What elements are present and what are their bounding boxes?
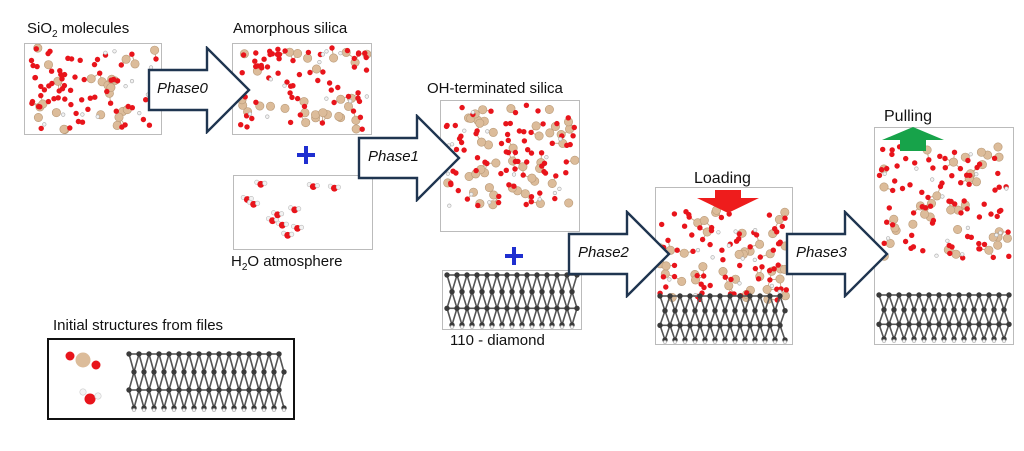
plus-icon <box>505 247 523 265</box>
phase2-label: Phase2 <box>578 244 629 261</box>
label-loading: Loading <box>694 170 751 187</box>
diamond-box <box>442 270 582 330</box>
legend-box <box>47 338 295 420</box>
amorphous-silica-box <box>232 43 372 135</box>
phase3-arrow-icon <box>785 210 889 298</box>
phase1-arrow-icon <box>357 114 461 202</box>
phase2-arrow-icon <box>567 210 671 298</box>
pulling-box <box>874 127 1014 345</box>
label-sio2-molecules: SiO2 molecules <box>27 20 130 40</box>
label-h2o-atmosphere: H2O atmosphere <box>231 253 343 273</box>
oh-terminated-silica-box <box>440 100 580 232</box>
label-diamond: 110 - diamond <box>450 332 545 349</box>
loading-down-arrow-icon <box>697 190 759 213</box>
phase0-label: Phase0 <box>157 80 208 97</box>
phase0-arrow-icon <box>147 46 251 134</box>
label-pulling: Pulling <box>884 108 933 125</box>
legend-sio2-molecule-icon <box>65 351 101 370</box>
label-oh-terminated-silica: OH-terminated silica <box>427 80 563 97</box>
plus-icon <box>297 146 315 164</box>
phase3-label: Phase3 <box>796 244 847 261</box>
pulling-up-arrow-icon <box>882 127 944 151</box>
sio2-molecules-box <box>24 43 162 135</box>
legend-diamond-slab <box>126 351 287 412</box>
h2o-atmosphere-box <box>233 175 373 250</box>
legend-title: Initial structures from files <box>53 317 224 334</box>
label-amorphous-silica: Amorphous silica <box>233 20 348 37</box>
legend-water-molecule-icon <box>79 388 102 405</box>
phase1-label: Phase1 <box>368 148 419 165</box>
loading-box <box>655 187 793 345</box>
